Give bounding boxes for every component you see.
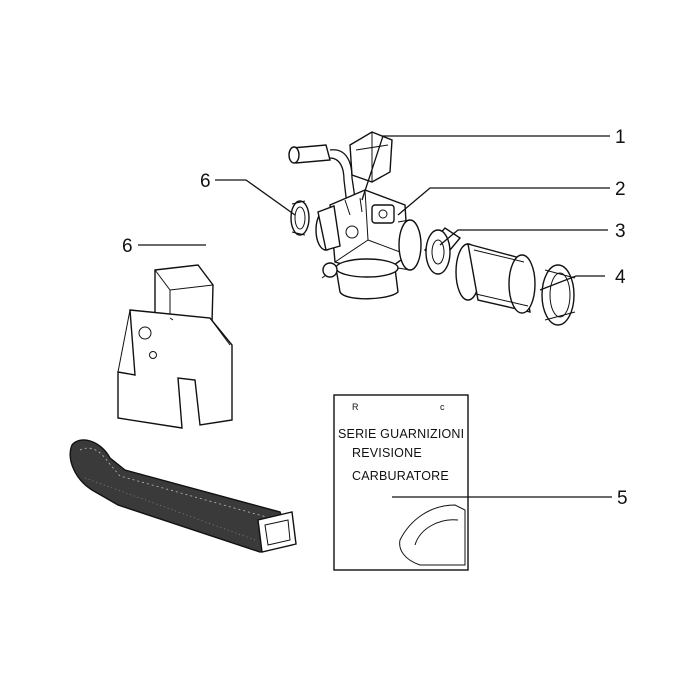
intake-duct xyxy=(69,439,297,553)
kit-title-line3: CARBURATORE xyxy=(352,469,449,483)
callout-3: 3 xyxy=(615,221,626,242)
svg-text:c: c xyxy=(440,402,445,412)
callout-2: 2 xyxy=(615,179,626,200)
callout-4: 4 xyxy=(615,267,626,288)
callout-6-top: 6 xyxy=(200,171,211,192)
kit-title-line1: SERIE GUARNIZIONI xyxy=(338,427,464,441)
carburetor xyxy=(288,131,422,300)
callout-6-left: 6 xyxy=(122,236,133,257)
air-box-cover xyxy=(117,264,233,429)
svg-text:R: R xyxy=(352,402,359,412)
kit-title-line2: REVISIONE xyxy=(352,446,422,460)
callout-1: 1 xyxy=(615,127,626,148)
callout-5: 5 xyxy=(617,488,628,509)
gasket-kit-sheet: R c xyxy=(333,394,469,571)
flange-gasket xyxy=(423,227,462,275)
gasket-ring-left xyxy=(290,200,310,236)
intake-sleeve xyxy=(455,243,536,314)
leader-lines xyxy=(138,135,612,498)
clamp-ring xyxy=(541,264,576,326)
